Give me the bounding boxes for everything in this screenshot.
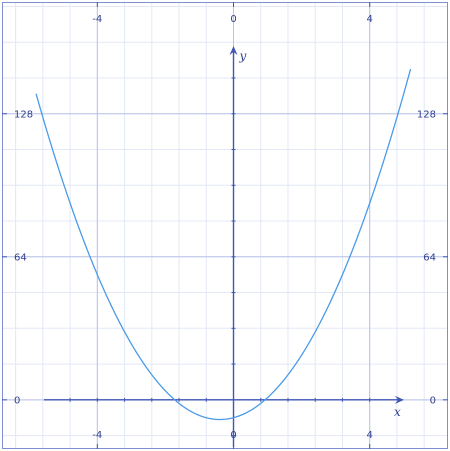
y-tick-label-right: 64 [423, 252, 436, 263]
x-tick-label-top: -4 [92, 14, 102, 25]
x-tick-label-bottom: 0 [230, 430, 236, 441]
x-tick-label-top: 4 [367, 14, 373, 25]
y-axis-label: y [239, 49, 247, 63]
y-tick-label-right: 0 [430, 395, 436, 406]
x-axis-label: x [394, 405, 401, 419]
x-tick-label-top: 0 [230, 14, 236, 25]
y-tick-label-left: 0 [14, 395, 20, 406]
tick-labels: -4 -4 0 0 4 4 0 0 64 64 128 128 [14, 14, 436, 441]
function-curve [35, 68, 412, 421]
x-axis-arrow [395, 395, 404, 404]
y-tick-label-left: 128 [14, 109, 33, 120]
axes [44, 46, 404, 447]
x-tick-label-bottom: -4 [92, 430, 102, 441]
y-axis-arrow [229, 46, 238, 55]
y-tick-label-left: 64 [14, 252, 27, 263]
x-tick-label-bottom: 4 [367, 430, 373, 441]
y-tick-label-right: 128 [417, 109, 436, 120]
